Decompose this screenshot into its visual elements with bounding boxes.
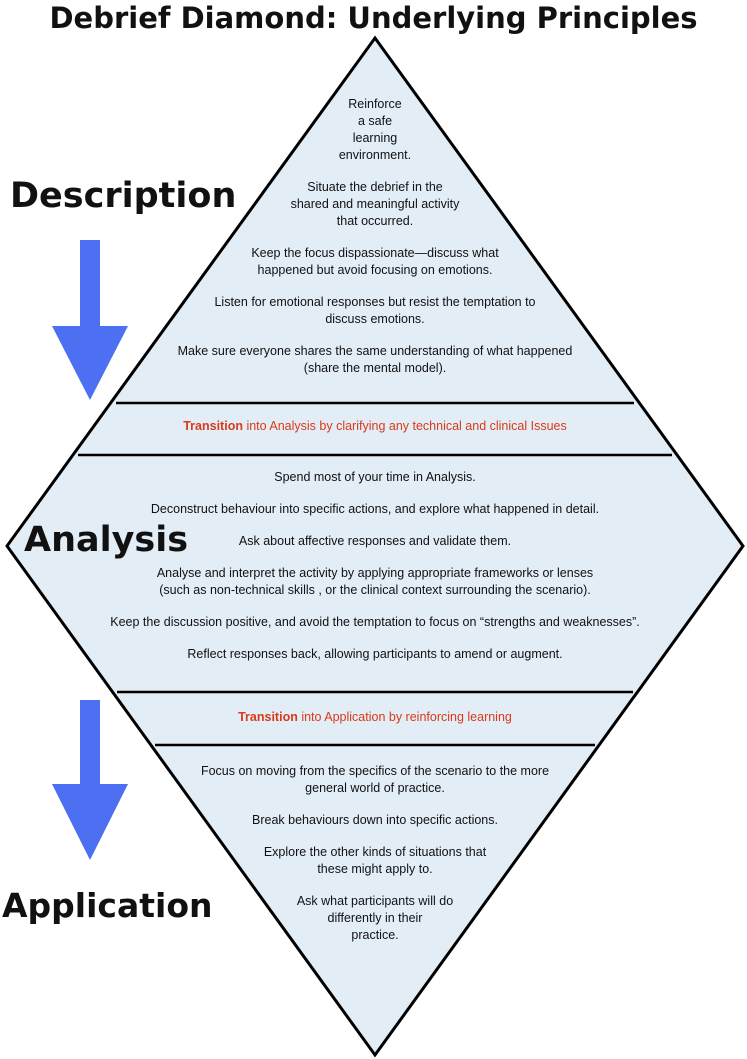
principle-item: Deconstruct behaviour into specific acti… <box>150 502 600 516</box>
principle-item: Keep the focus dispassionate—discuss wha… <box>251 246 499 277</box>
transition-text: into Analysis by clarifying any technica… <box>242 419 567 433</box>
transition-to-application: Transition into Application by reinforci… <box>130 710 620 724</box>
down-arrow-icon <box>52 240 128 400</box>
transition-text: into Application by reinforcing learning <box>297 710 512 724</box>
principle-item: Make sure everyone shares the same under… <box>177 344 573 375</box>
down-arrow-icon <box>52 700 128 860</box>
principle-item: Analyse and interpret the activity by ap… <box>156 566 594 597</box>
principle-item: Ask about affective responses and valida… <box>238 534 512 548</box>
transition-to-analysis: Transition into Analysis by clarifying a… <box>100 419 650 433</box>
principle-item: Break behaviours down into specific acti… <box>252 813 498 827</box>
stage-label-analysis: Analysis <box>24 520 189 560</box>
diagram-title: Debrief Diamond: Underlying Principles <box>49 1 698 35</box>
stage-label-description: Description <box>10 176 237 216</box>
transition-keyword: Transition <box>238 710 298 724</box>
analysis-principles: Spend most of your time in Analysis. Deco… <box>70 469 680 678</box>
stage-label-application: Application <box>2 886 213 925</box>
principle-item: Spend most of your time in Analysis. <box>274 470 476 484</box>
principle-item: Keep the discussion positive, and avoid … <box>110 615 640 629</box>
application-principles: Focus on moving from the specifics of th… <box>160 763 590 959</box>
principle-item: Reflect responses back, allowing partici… <box>187 647 563 661</box>
principle-item: Explore the other kinds of situations th… <box>263 845 487 876</box>
principle-item: Focus on moving from the specifics of th… <box>200 764 550 795</box>
principle-item: Listen for emotional responses but resis… <box>214 295 536 326</box>
transition-keyword: Transition <box>183 419 243 433</box>
diamond-shape <box>5 35 745 1058</box>
